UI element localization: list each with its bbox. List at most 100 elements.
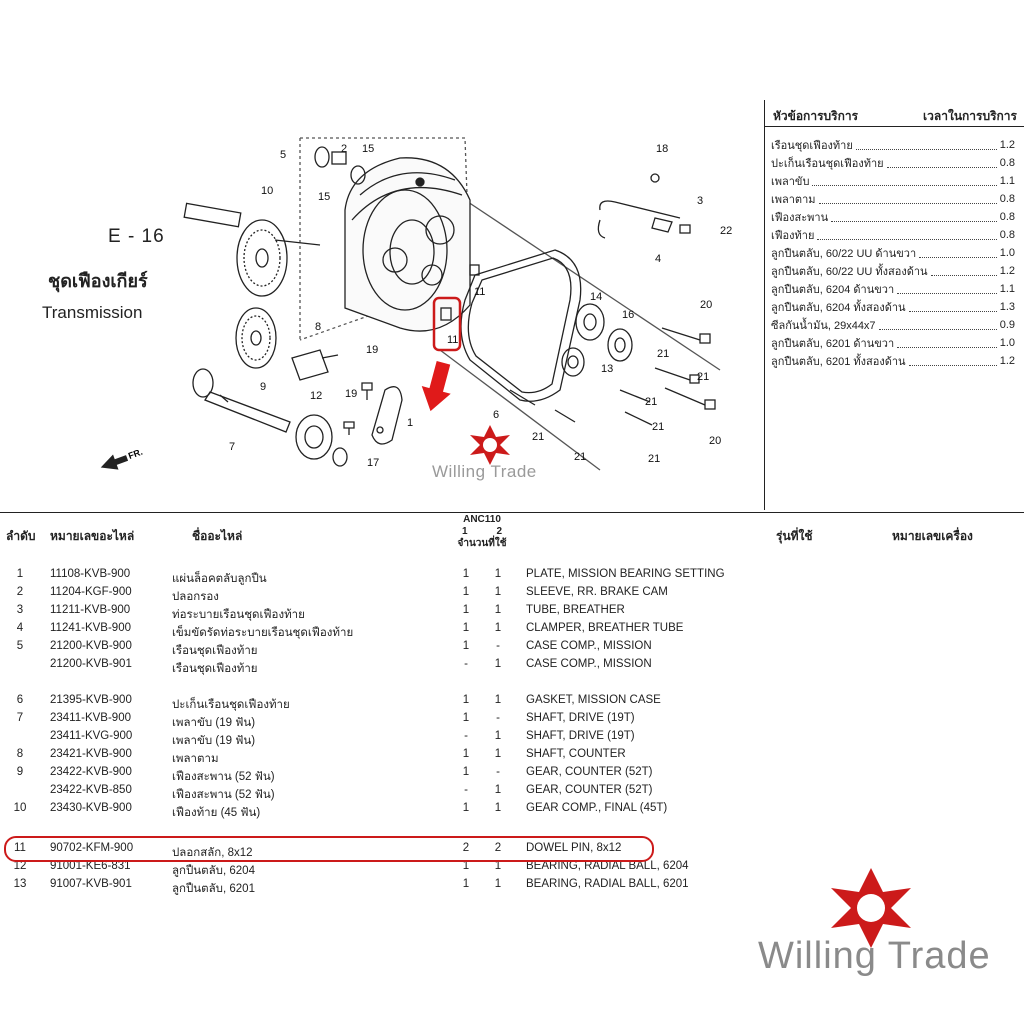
leader-dots [818, 195, 997, 204]
brand-logo-icon [470, 425, 510, 465]
part-name-thai: ท่อระบายเรือนชุดเฟืองท้าย [172, 609, 305, 621]
section-title-english: Transmission [42, 303, 143, 322]
brand-logo-large-icon [831, 868, 911, 948]
leader-dots [908, 357, 997, 366]
col-header-part-no: หมายเลขอะไหล่ [50, 529, 135, 543]
service-time-value: 1.1 [999, 175, 1015, 187]
part-name-thai: ปะเก็นเรือนชุดเฟืองท้าย [172, 699, 290, 711]
row-no: 6 [16, 694, 24, 706]
qty-model-1: - [464, 658, 468, 670]
service-row: ลูกปืนตลับ, 60/22 UU ทั้งสองด้าน 1.2 [771, 262, 1015, 280]
qty-model-2: 1 [494, 622, 502, 634]
callout-number: 12 [310, 390, 322, 402]
leader-dots [897, 339, 997, 348]
callout-number: 14 [590, 291, 602, 303]
callout-number: 16 [622, 309, 634, 321]
leader-dots [897, 285, 997, 294]
qty-model-2: 1 [494, 694, 502, 706]
leader-dots [919, 249, 997, 258]
qty-model-2: 1 [494, 802, 502, 814]
part-name-thai: เฟืองสะพาน (52 ฟัน) [172, 789, 275, 801]
leader-dots [878, 321, 997, 330]
row-no: 3 [16, 604, 24, 616]
part-name-thai: แผ่นล็อคตลับลูกปืน [172, 573, 267, 585]
qty-model-2: - [496, 766, 500, 778]
part-name-thai: เฟืองสะพาน (52 ฟัน) [172, 771, 275, 783]
part-name-thai: เพลาตาม [172, 753, 219, 765]
callout-number: 21 [574, 451, 586, 463]
leader-dots [831, 213, 997, 222]
callout-number: 13 [601, 363, 613, 375]
callout-number: 20 [700, 299, 712, 311]
callout-number: 11 [474, 286, 485, 298]
qty-model-1: 1 [462, 640, 470, 652]
leader-dots [908, 303, 997, 312]
qty-model-1: 1 [462, 766, 470, 778]
service-time-value: 1.2 [999, 355, 1015, 367]
qty-model-1: - [464, 784, 468, 796]
watermark-small: Willing Trade [432, 462, 537, 481]
service-item-name: ปะเก็นเรือนชุดเฟืองท้าย [771, 158, 884, 170]
qty-model-2: 1 [494, 860, 502, 872]
part-number: 91007-KVB-901 [50, 878, 132, 890]
table-divider [0, 512, 1024, 513]
part-name-thai: เรือนชุดเฟืองท้าย [172, 663, 258, 675]
part-name-english: SLEEVE, RR. BRAKE CAM [526, 586, 668, 598]
callout-number: 7 [229, 441, 235, 453]
row-no: 1 [16, 568, 24, 580]
service-item-name: เฟืองสะพาน [771, 212, 829, 224]
service-item-name: ลูกปืนตลับ, 60/22 UU ทั้งสองด้าน [771, 266, 928, 278]
service-time-value: 1.2 [999, 265, 1015, 277]
service-time-value: 0.8 [999, 229, 1015, 241]
highlight-arrow-icon [421, 361, 451, 412]
qty-header: จำนวนที่ใช้ [457, 538, 507, 549]
qty-model-2: 1 [494, 730, 502, 742]
model-qty-header: ANC110 1 2 จำนวนที่ใช้ [456, 514, 508, 550]
callout-number: 9 [260, 381, 266, 393]
part-number: 91001-KE6-831 [50, 860, 131, 872]
callout-number: 19 [366, 344, 378, 356]
qty-model-1: 1 [462, 802, 470, 814]
callout-number: 21 [645, 396, 657, 408]
leader-dots [886, 159, 997, 168]
qty-model-2: - [496, 640, 500, 652]
qty-model-2: 1 [494, 784, 502, 796]
callout-number: 8 [315, 321, 321, 333]
part-number: 21200-KVB-901 [50, 658, 132, 670]
leader-dots [817, 231, 997, 240]
part-number: 21395-KVB-900 [50, 694, 132, 706]
qty-model-1: 1 [462, 622, 470, 634]
qty-model-2: 1 [494, 658, 502, 670]
row-no: 8 [16, 748, 24, 760]
callout-number: 22 [720, 225, 732, 237]
service-time-table: หัวข้อการบริการ เวลาในการบริการ เรือนชุด… [764, 100, 1024, 510]
callout-number: 19 [345, 388, 357, 400]
callout-number: 15 [362, 143, 374, 155]
qty-model-1: 1 [462, 694, 470, 706]
qty-model-2: 1 [494, 568, 502, 580]
qty-model-1: 2 [462, 842, 470, 854]
row-no: 7 [16, 712, 24, 724]
callout-number: 21 [697, 371, 709, 383]
part-number: 21200-KVB-900 [50, 640, 132, 652]
part-name-english: GEAR COMP., FINAL (45T) [526, 802, 668, 814]
part-number: 23422-KVB-900 [50, 766, 132, 778]
qty-model-1: 1 [462, 568, 470, 580]
part-name-thai: เฟืองท้าย (45 ฟัน) [172, 807, 261, 819]
part-name-thai: เข็มขัดรัดท่อระบายเรือนชุดเฟืองท้าย [172, 627, 354, 639]
leader-dots [812, 177, 997, 186]
part-name-english: BEARING, RADIAL BALL, 6204 [526, 860, 689, 872]
